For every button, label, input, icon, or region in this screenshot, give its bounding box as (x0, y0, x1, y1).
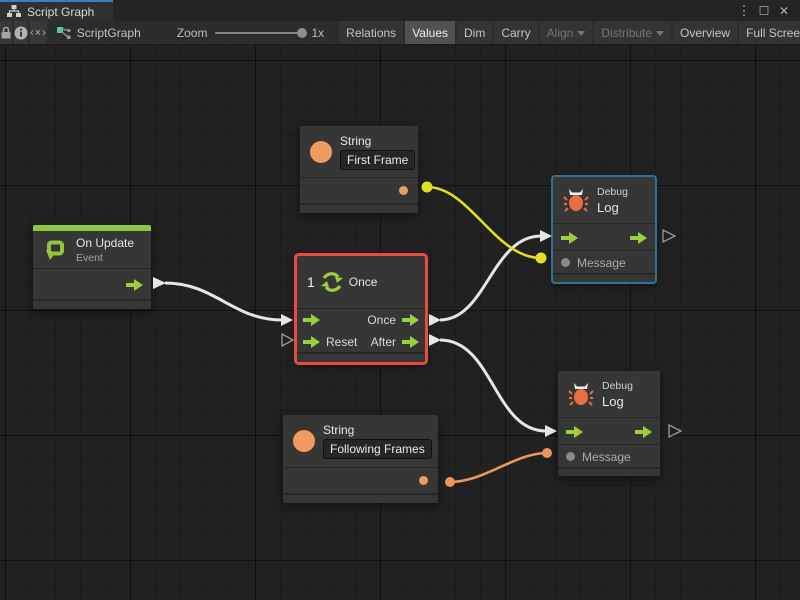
window-controls: ⋮ ☐ ✕ (736, 0, 800, 21)
title-bar: Script Graph ⋮ ☐ ✕ (0, 0, 800, 21)
on-update-loop-icon (46, 240, 64, 260)
control-input-port[interactable] (561, 231, 578, 244)
event-color-bar (33, 225, 151, 231)
control-input-port[interactable] (566, 425, 583, 438)
node-subtitle: Log (597, 199, 619, 215)
window-menu-icon[interactable]: ⋮ (737, 2, 751, 18)
node-on-update[interactable]: On Update Event (33, 225, 151, 309)
zoom-slider[interactable] (215, 27, 308, 38)
bug-icon (563, 189, 589, 212)
port-label-reset: Reset (326, 335, 358, 349)
node-debug-log-bottom[interactable]: Debug Log Message (558, 371, 660, 476)
string-literal-icon (310, 140, 332, 163)
node-subtitle: Log (602, 393, 624, 409)
control-input-port[interactable] (303, 314, 320, 326)
graph-hierarchy-icon (7, 5, 21, 17)
node-footer (297, 352, 425, 362)
value-output-port[interactable] (399, 186, 408, 195)
fullscreen-button[interactable]: Full Screen (739, 21, 800, 44)
control-input-port[interactable] (303, 336, 320, 348)
close-icon[interactable]: ✕ (778, 3, 790, 18)
carry-button[interactable]: Carry (494, 21, 538, 44)
string-literal-icon (293, 430, 315, 452)
info-icon (14, 26, 28, 39)
once-count-badge: 1 (307, 274, 315, 290)
node-title: Debug (597, 185, 628, 198)
node-title: String (340, 133, 372, 148)
message-input-port[interactable] (561, 258, 570, 267)
zoom-label: Zoom (176, 25, 208, 40)
code-icon: ‹×› (30, 26, 47, 39)
chevron-down-icon (656, 30, 665, 36)
control-output-port[interactable] (635, 425, 652, 438)
graph-asset-label: ScriptGraph (49, 21, 149, 44)
zoom-value: 1x (311, 25, 325, 40)
graph-toolbar: ‹×› ScriptGraph Zoom 1x Relations Values… (0, 21, 800, 45)
node-title: String (323, 423, 355, 437)
dim-button[interactable]: Dim (457, 21, 493, 44)
control-output-port[interactable] (402, 336, 419, 348)
chevron-down-icon (577, 30, 586, 36)
distribute-dropdown[interactable]: Distribute (594, 21, 672, 44)
relations-button[interactable]: Relations (339, 21, 404, 44)
node-title: Debug (602, 379, 633, 392)
value-output-port[interactable] (419, 476, 428, 485)
node-title: Once (348, 275, 378, 289)
node-debug-log-top[interactable]: Debug Log Message (553, 177, 655, 282)
port-label-after: After (370, 335, 396, 349)
port-label-once: Once (367, 313, 396, 327)
node-footer (300, 203, 418, 213)
node-footer (33, 299, 151, 309)
string-value-field[interactable]: Following Frames (323, 439, 432, 459)
zoom-control: Zoom 1x (149, 21, 330, 44)
node-string-first-frame[interactable]: String First Frame (300, 126, 418, 213)
bug-icon (568, 383, 594, 406)
string-value-field[interactable]: First Frame (340, 149, 416, 170)
node-string-following-frames[interactable]: String Following Frames (283, 415, 438, 503)
node-once[interactable]: 1 Once Once Reset After (297, 256, 425, 362)
overview-button[interactable]: Overview (673, 21, 738, 44)
control-output-port[interactable] (630, 231, 647, 244)
message-input-port[interactable] (566, 452, 575, 461)
control-output-port[interactable] (402, 314, 419, 326)
port-label-message: Message (577, 255, 626, 270)
node-title: On Update (76, 235, 135, 250)
port-label-message: Message (582, 449, 631, 464)
control-output-port[interactable] (126, 279, 143, 291)
once-loop-icon (320, 272, 343, 292)
graph-name-label: ScriptGraph (76, 25, 141, 40)
node-subtitle: Event (76, 251, 103, 264)
edit-script-button[interactable]: ‹×› (30, 21, 47, 44)
values-button[interactable]: Values (405, 21, 455, 44)
tab-title: Script Graph (27, 4, 95, 19)
node-footer (558, 467, 660, 476)
align-dropdown[interactable]: Align (539, 21, 593, 44)
tab-script-graph[interactable]: Script Graph (0, 0, 113, 21)
node-footer (283, 493, 438, 503)
info-button[interactable] (14, 21, 28, 44)
lock-button[interactable] (0, 21, 12, 44)
script-graph-asset-icon (56, 26, 71, 39)
zoom-slider-handle[interactable] (297, 27, 308, 38)
node-footer (553, 273, 655, 282)
lock-icon (1, 26, 11, 39)
maximize-icon[interactable]: ☐ (758, 3, 770, 18)
